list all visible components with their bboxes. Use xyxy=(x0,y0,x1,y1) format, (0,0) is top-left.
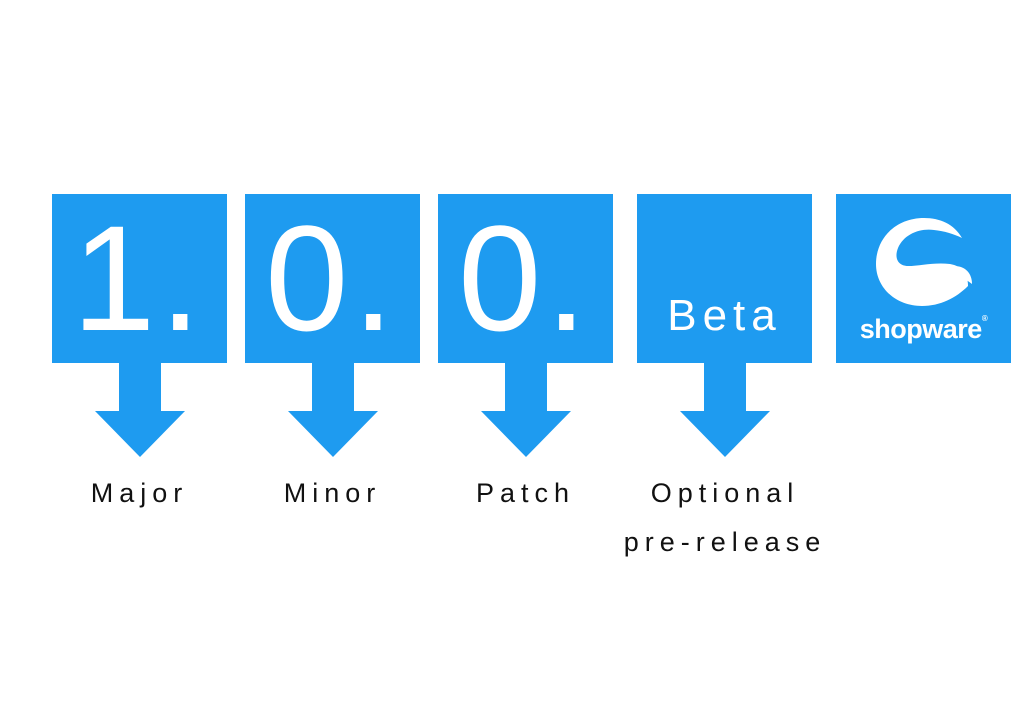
version-digit-major: 1. xyxy=(72,194,206,362)
down-arrow-icon xyxy=(95,363,185,457)
version-box-minor: 0. xyxy=(245,194,420,363)
label-prerelease-line2: pre-release xyxy=(623,527,827,557)
prerelease-tag: Beta xyxy=(667,291,782,340)
down-arrow-icon xyxy=(481,363,571,457)
label-minor: Minor xyxy=(283,478,382,508)
version-digit-minor: 0. xyxy=(265,194,399,362)
label-major: Major xyxy=(90,478,189,508)
down-arrow-icon xyxy=(680,363,770,457)
down-arrow-icon xyxy=(288,363,378,457)
shopware-wordmark: shopware® xyxy=(859,314,988,344)
label-patch: Patch xyxy=(475,478,576,508)
version-box-patch: 0. xyxy=(438,194,613,363)
version-box-major: 1. xyxy=(52,194,227,363)
label-prerelease-line1: Optional xyxy=(650,478,800,508)
shopware-logo-icon xyxy=(876,218,972,306)
version-box-prerelease: Beta xyxy=(637,194,812,363)
shopware-logo: shopware® xyxy=(836,194,1011,363)
version-digit-patch: 0. xyxy=(458,194,592,362)
